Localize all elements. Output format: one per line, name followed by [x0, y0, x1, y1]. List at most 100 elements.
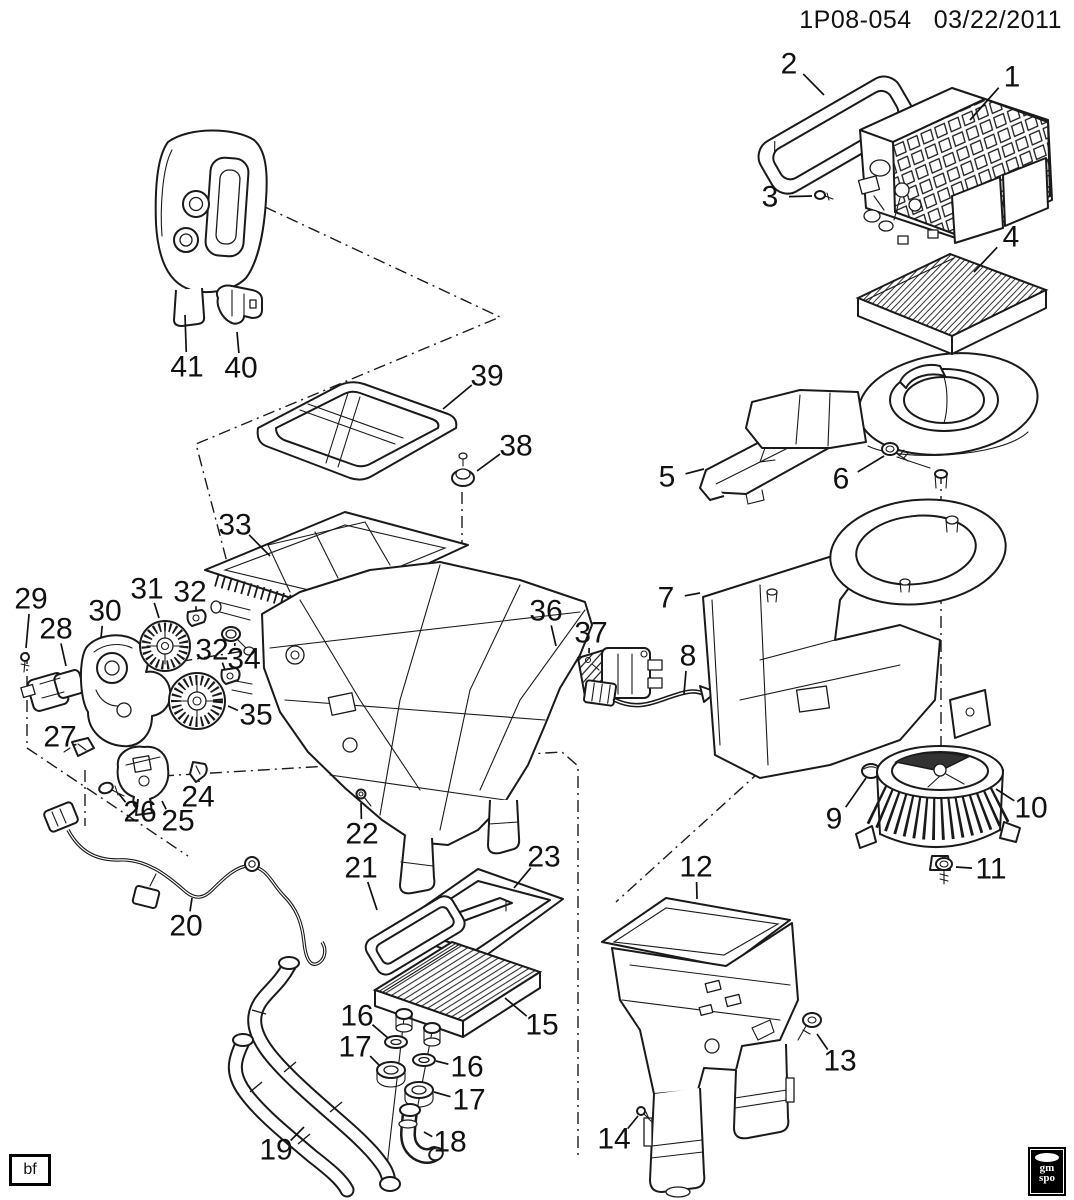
- callout-leader-14: [627, 1115, 639, 1130]
- callout-14: 14: [597, 1123, 630, 1156]
- callout-leader-25: [161, 800, 167, 810]
- callout-4: 4: [1003, 221, 1020, 254]
- callout-22: 22: [345, 818, 378, 851]
- callout-leader-9: [844, 777, 867, 808]
- part-22-screw: [355, 788, 372, 807]
- callout-leader-6: [857, 455, 885, 473]
- callout-16: 16: [340, 1000, 373, 1033]
- part-28-actuator: [20, 669, 85, 712]
- blower-upper-housing: [745, 352, 1039, 489]
- part-31-gear: [139, 620, 191, 672]
- callout-leader-5: [685, 468, 705, 475]
- callout-17: 17: [452, 1084, 485, 1117]
- callout-leader-10: [995, 788, 1015, 802]
- callout-30: 30: [88, 595, 121, 628]
- callout-leader-26: [118, 793, 127, 803]
- callout-leader-11: [955, 866, 973, 869]
- part-32-clip-upper: [186, 609, 207, 627]
- part-32-clip-lower: [220, 667, 241, 685]
- part-24-clip: [189, 761, 208, 783]
- logo-text: gm spo: [1031, 1163, 1063, 1184]
- part-35-gear: [168, 672, 226, 730]
- callout-11: 11: [975, 853, 1006, 886]
- callout-1: 1: [1004, 61, 1021, 94]
- callout-leader-17: [433, 1091, 451, 1098]
- callout-leader-28: [60, 643, 67, 667]
- part-1-evaporator-module: [857, 87, 1053, 245]
- part-19-heater-hoses: [227, 956, 401, 1198]
- part-20-wiring-harness: [43, 801, 327, 966]
- gm-spo-logo: gm spo: [1028, 1147, 1066, 1196]
- gm-spo-logo-frame: gm spo: [1030, 1149, 1064, 1194]
- callout-7: 7: [658, 582, 675, 615]
- part-26-screw: [98, 781, 125, 797]
- callout-21: 21: [344, 852, 377, 885]
- callout-10: 10: [1014, 792, 1047, 825]
- callout-20: 20: [169, 910, 202, 943]
- callout-3: 3: [762, 181, 779, 214]
- part-14-screw: [636, 1106, 653, 1123]
- callout-32: 32: [173, 576, 206, 609]
- callout-leader-2: [802, 73, 825, 96]
- page-code-box: bf: [9, 1154, 51, 1186]
- callout-13: 13: [823, 1045, 856, 1078]
- part-27-clip: [63, 737, 95, 757]
- part-8-wire-harness: [583, 679, 721, 708]
- callout-25: 25: [161, 805, 194, 838]
- part-25-actuator: [116, 745, 170, 816]
- callout-24: 24: [181, 781, 214, 814]
- callout-12: 12: [679, 851, 712, 884]
- callout-33: 33: [218, 509, 251, 542]
- page-code: bf: [23, 1161, 37, 1178]
- callout-40: 40: [224, 352, 257, 385]
- callout-leader-39: [442, 384, 473, 410]
- callout-26: 26: [123, 796, 156, 829]
- callout-leader-7: [684, 592, 701, 597]
- callout-leader-4: [973, 246, 998, 273]
- callout-15: 15: [525, 1009, 558, 1042]
- callout-leader-35: [227, 705, 239, 712]
- callout-39: 39: [470, 360, 503, 393]
- part-34-bushing: [221, 626, 255, 656]
- callout-41: 41: [170, 351, 203, 384]
- part-3-screw: [814, 190, 834, 201]
- part-40-bracket: [216, 284, 263, 325]
- callout-8: 8: [680, 640, 697, 673]
- callout-leader-8: [683, 670, 687, 695]
- part-15-heater-core: [372, 940, 543, 1047]
- callout-37: 37: [574, 617, 607, 650]
- part-7-lower-case: [702, 498, 1007, 779]
- callout-leader-13: [816, 1033, 829, 1051]
- callout-leader-32: [221, 662, 226, 671]
- callout-leader-17: [369, 1055, 381, 1067]
- part-10-blower-motor: [855, 745, 1021, 871]
- callout-9: 9: [826, 803, 843, 836]
- callout-leader-3: [788, 195, 813, 198]
- logo-line-2: spo: [1039, 1172, 1055, 1184]
- drawing-number: 1P08-054: [799, 6, 912, 34]
- part-11-screw: [935, 857, 953, 885]
- callout-leader-33: [248, 534, 271, 557]
- callout-5: 5: [659, 461, 676, 494]
- part-37-screw: [584, 656, 600, 671]
- callout-34: 34: [227, 643, 260, 676]
- callout-2: 2: [781, 48, 798, 81]
- callout-leader-41: [184, 314, 188, 353]
- callout-leader-30: [100, 625, 104, 639]
- callout-leader-19: [290, 1126, 305, 1142]
- callout-leader-27: [73, 743, 77, 746]
- callout-leader-40: [236, 331, 240, 354]
- callout-leader-23: [513, 867, 532, 889]
- callout-16: 16: [450, 1051, 483, 1084]
- callout-17: 17: [338, 1031, 371, 1064]
- part-21-seal: [364, 895, 466, 976]
- part-29-screw: [20, 652, 30, 673]
- callout-leader-21: [366, 881, 378, 911]
- callout-leader-1: [969, 87, 1000, 121]
- callout-leader-16: [371, 1024, 389, 1039]
- callout-leader-31: [153, 602, 160, 619]
